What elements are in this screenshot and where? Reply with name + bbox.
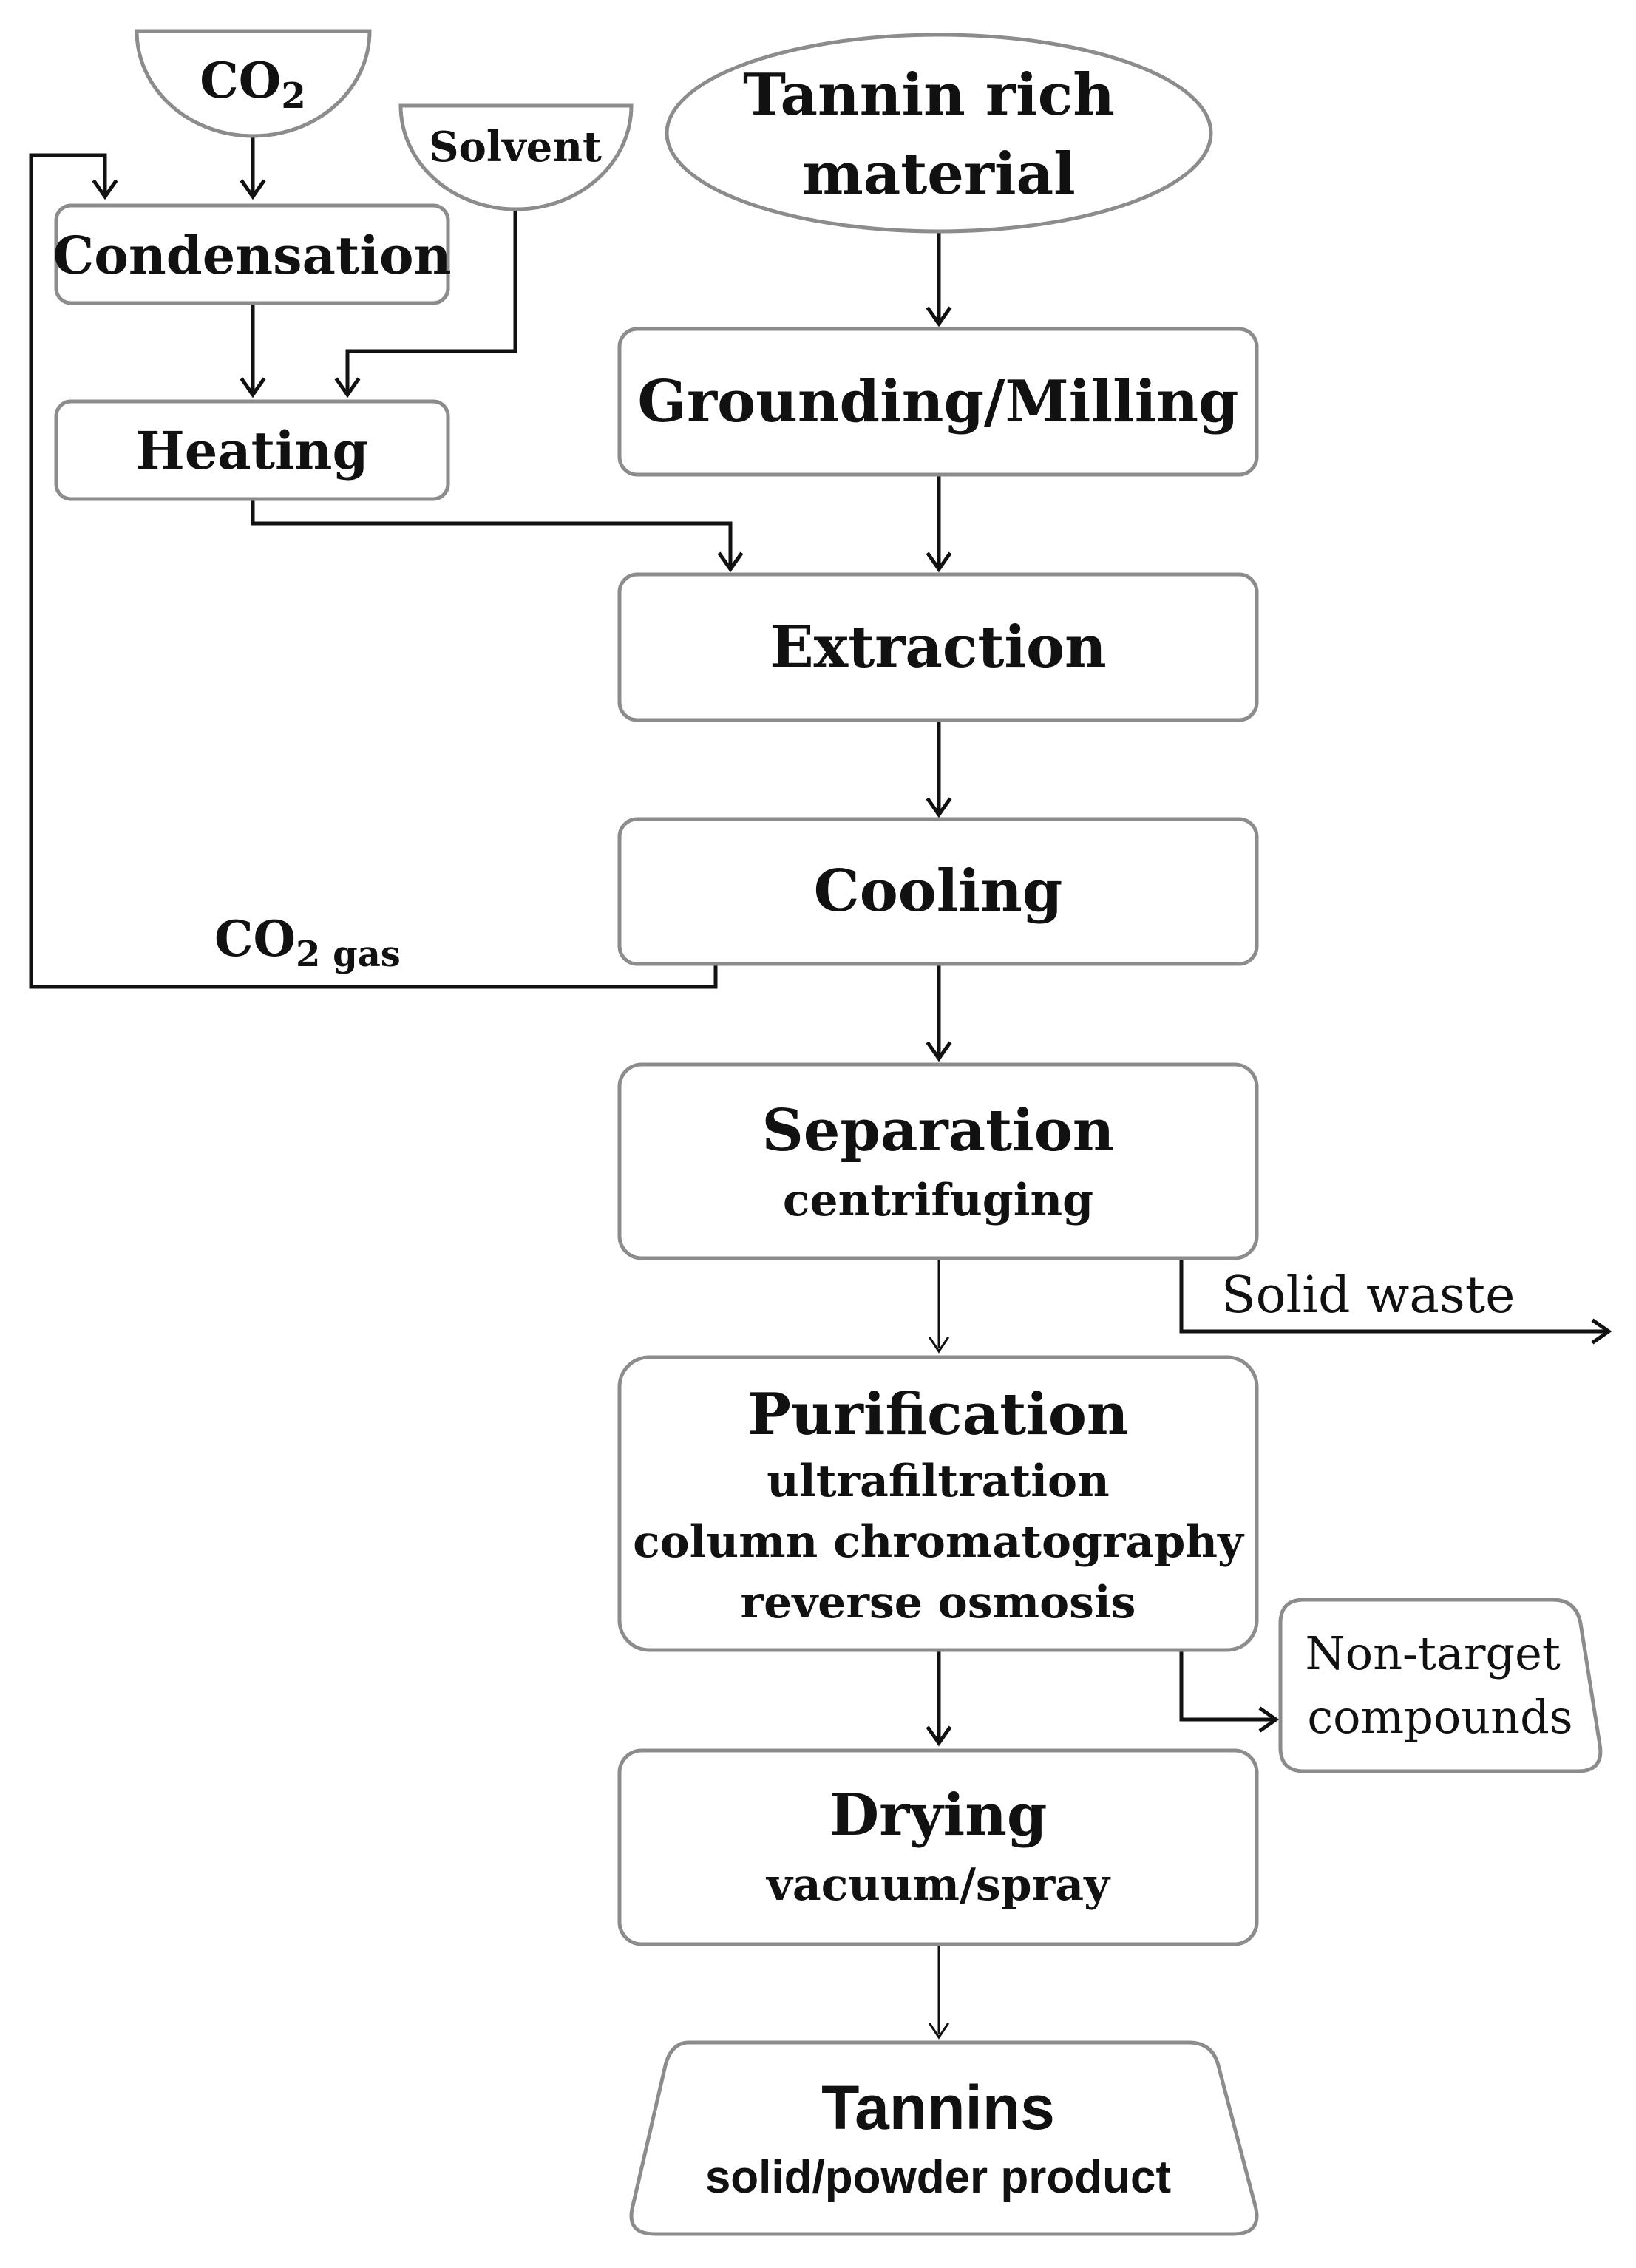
- co2-gas-label: CO2 gas: [214, 910, 401, 975]
- purification-to-drying-arrowhead: [926, 1725, 952, 1747]
- co2-source-sub: 2: [281, 75, 305, 117]
- co2-recycle-arrowhead: [92, 179, 118, 200]
- non-target-compounds-shape: [1278, 1598, 1603, 1773]
- purification-method-ultrafiltration: ultrafiltration: [767, 1456, 1109, 1507]
- solid-waste-label: Solid waste: [1221, 1266, 1515, 1325]
- solid-waste-arrowhead: [1591, 1318, 1612, 1345]
- extraction-label: Extraction: [770, 614, 1107, 681]
- non-target-line-1: Non-target: [1306, 1626, 1561, 1680]
- heating-box: [54, 399, 450, 501]
- material-to-grounding-arrowhead: [926, 306, 952, 327]
- cooling-box: [617, 817, 1259, 966]
- heating-to-extraction-arrowhead: [717, 551, 744, 573]
- separation-title: Separation: [761, 1097, 1114, 1164]
- purification-box: [617, 1355, 1259, 1652]
- co2-source-shape: [135, 29, 372, 138]
- tannin-rich-material-line-1: Tannin rich: [743, 61, 1115, 129]
- grounding-milling-label: Grounding/Milling: [637, 368, 1238, 435]
- co2-source-label: CO2: [200, 52, 305, 117]
- tannin-rich-material-label: Tannin rich material: [743, 61, 1135, 208]
- non-target-line-2: compounds: [1307, 1690, 1572, 1744]
- non-target-connector: [1179, 1650, 1273, 1722]
- solid-waste-connector: [1179, 1258, 1606, 1334]
- cooling-label: Cooling: [814, 858, 1063, 925]
- separation-method: centrifuging: [783, 1175, 1093, 1226]
- condensation-box: [54, 203, 450, 305]
- grounding-to-extraction-arrowhead: [926, 551, 952, 573]
- condensation-label: Condensation: [53, 225, 452, 286]
- tannin-rich-material-shape: [665, 33, 1213, 234]
- separation-box: [617, 1062, 1259, 1260]
- drying-box: [617, 1748, 1259, 1946]
- solvent-label: Solvent: [429, 123, 602, 172]
- purification-method-column-chromatography: column chromatography: [633, 1516, 1245, 1568]
- heating-label: Heating: [136, 420, 369, 481]
- co2-source-main: CO: [200, 52, 281, 109]
- drying-to-tannins-arrowhead: [928, 2022, 950, 2040]
- heating-to-extraction-connector: [251, 499, 733, 566]
- condensation-to-heating-arrowhead: [240, 377, 266, 398]
- purification-title: Purification: [747, 1381, 1128, 1448]
- solvent-source-shape: [398, 103, 634, 211]
- drying-method: vacuum/spray: [765, 1859, 1111, 1911]
- purification-method-reverse-osmosis: reverse osmosis: [741, 1577, 1136, 1629]
- tannins-title: Tannins: [821, 2073, 1055, 2142]
- cooling-to-separation-arrowhead: [926, 1041, 952, 1062]
- co2-recycle-connector: [29, 153, 718, 989]
- co2-to-condensation-arrowhead: [240, 179, 266, 200]
- co2-gas-sub: 2 gas: [296, 934, 401, 975]
- drying-title: Drying: [829, 1782, 1048, 1849]
- tannins-subtitle: solid/powder product: [705, 2152, 1171, 2203]
- non-target-compounds-label: Non-target compounds: [1306, 1626, 1575, 1744]
- separation-to-purification-arrowhead: [928, 1336, 950, 1354]
- grounding-milling-box: [617, 327, 1259, 477]
- solvent-to-heating-arrowhead: [334, 377, 361, 398]
- tannin-rich-material-line-2: material: [802, 140, 1076, 208]
- extraction-box: [617, 572, 1259, 722]
- co2-gas-main: CO: [214, 910, 296, 968]
- extraction-to-cooling-arrowhead: [926, 797, 952, 818]
- tannins-product-shape: [629, 2040, 1259, 2236]
- solvent-to-heating-connector: [345, 209, 517, 392]
- non-target-arrowhead: [1258, 1706, 1280, 1733]
